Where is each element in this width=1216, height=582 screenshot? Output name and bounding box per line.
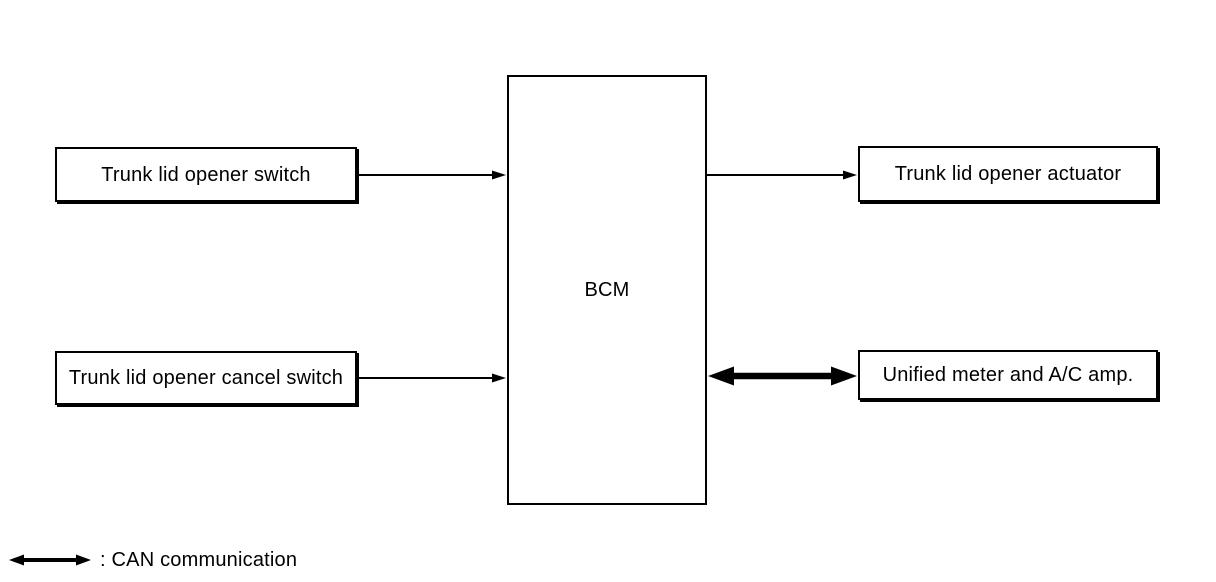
box-bcm: BCM (507, 75, 707, 505)
legend-label: : CAN communication (100, 548, 298, 571)
arrow-trunk-lid-opener-switch-to-bcm (357, 170, 506, 180)
box-label: Trunk lid opener switch (101, 163, 311, 186)
box-label: Trunk lid opener actuator (894, 163, 1122, 185)
box-label: BCM (584, 279, 630, 301)
box-trunk-lid-opener-switch: Trunk lid opener switch (55, 147, 357, 202)
box-unified-meter-ac-amp: Unified meter and A/C amp. (858, 350, 1158, 400)
can-arrow-bcm-unified-meter (708, 366, 857, 386)
arrow-bcm-to-trunk-lid-opener-actuator (707, 170, 857, 180)
box-label: Unified meter and A/C amp. (882, 364, 1134, 386)
box-trunk-lid-opener-actuator: Trunk lid opener actuator (858, 146, 1158, 202)
box-trunk-lid-opener-cancel-switch: Trunk lid opener cancel switch (55, 351, 357, 405)
arrow-trunk-lid-opener-cancel-switch-to-bcm (357, 373, 506, 383)
box-label: Trunk lid opener cancel switch (68, 367, 344, 389)
can-double-arrow-icon (9, 554, 91, 566)
legend-can-communication: : CAN communication (8, 546, 297, 574)
